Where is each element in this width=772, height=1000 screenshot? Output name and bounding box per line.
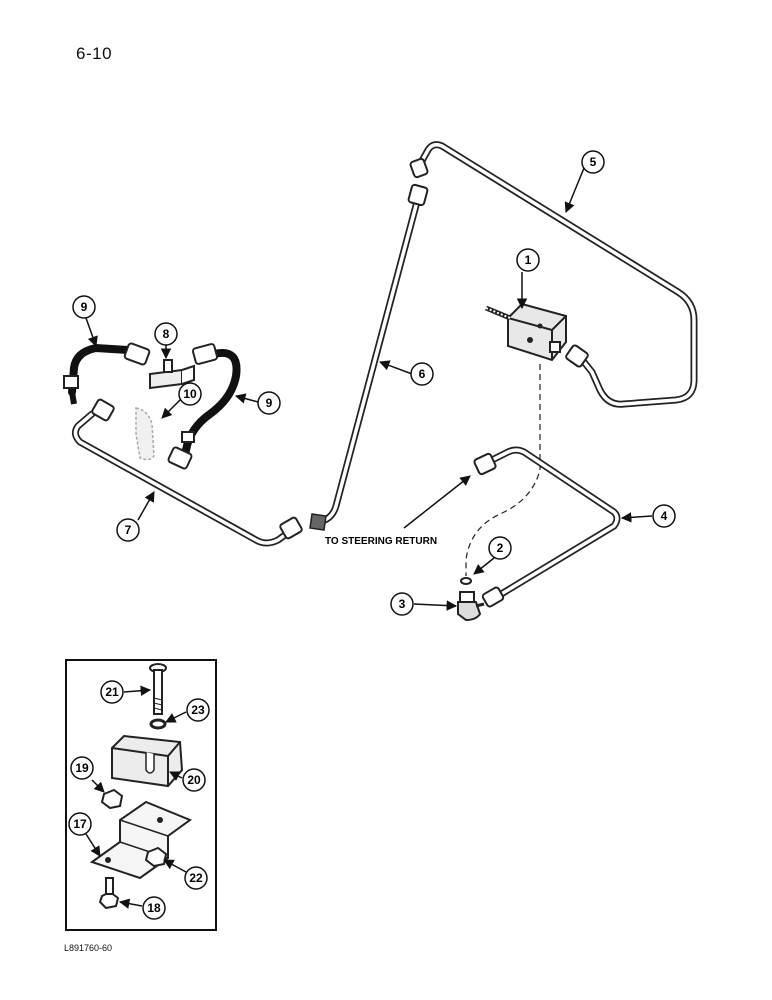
block-20: [111, 734, 184, 788]
callout-19: 19: [70, 756, 94, 780]
callout-4: 4: [652, 504, 676, 528]
washer-23: [149, 718, 167, 730]
svg-text:2: 2: [497, 541, 504, 555]
hose-9-right: [167, 343, 241, 470]
tube-6-fitting-top: [407, 183, 429, 207]
svg-text:3: 3: [399, 597, 406, 611]
svg-text:23: 23: [191, 703, 205, 717]
steering-return-label: TO STEERING RETURN: [325, 536, 437, 547]
tube-6-fitting-bottom: [309, 513, 327, 531]
svg-text:10: 10: [183, 387, 197, 401]
callout-5: 5: [581, 150, 605, 174]
callout-23: 23: [186, 698, 210, 722]
callout-1: 1: [516, 248, 540, 272]
valve-block-1: [485, 302, 567, 362]
callout-9-right: 9: [257, 391, 281, 415]
nut-22: [144, 846, 168, 868]
tube-5-fitting-valve: [565, 344, 589, 368]
bolt-21: [149, 663, 167, 715]
alignment-line: [465, 364, 541, 576]
tube-4-fitting-bottom: [481, 586, 505, 608]
tube-7-fitting-left: [91, 398, 115, 422]
callout-8: 8: [154, 322, 178, 346]
nut-19: [100, 788, 124, 810]
tube-5: [409, 141, 698, 408]
svg-text:19: 19: [75, 761, 89, 775]
clip-10: [135, 407, 155, 461]
callout-9-left: 9: [72, 295, 96, 319]
o-ring-2: [460, 577, 472, 585]
callout-20: 20: [182, 768, 206, 792]
figure-code: L891760-60: [64, 943, 113, 953]
tube-4: [473, 446, 621, 608]
tube-5-fitting-top: [409, 157, 429, 179]
inset-leader-lines: [85, 685, 187, 909]
svg-text:4: 4: [661, 509, 668, 523]
callout-3: 3: [390, 592, 414, 616]
svg-text:21: 21: [105, 685, 119, 699]
tube-6: [309, 183, 429, 531]
callout-22: 22: [184, 866, 208, 890]
page-number: 6-10: [76, 44, 113, 63]
svg-text:1: 1: [525, 253, 532, 267]
leader-lines: [85, 167, 653, 611]
callout-21: 21: [100, 680, 124, 704]
tee-fitting-8: [149, 359, 195, 390]
svg-text:17: 17: [73, 817, 87, 831]
callout-6: 6: [410, 362, 434, 386]
hose-9-right-fitting-top: [191, 343, 219, 365]
hose-9-left-fitting: [123, 342, 151, 366]
svg-text:7: 7: [125, 523, 132, 537]
callout-17: 17: [68, 812, 92, 836]
tube-7-fitting-right: [279, 516, 303, 540]
mounting-detail-inset: 21 23 20 19 17 22 18: [65, 659, 217, 931]
svg-text:22: 22: [189, 871, 203, 885]
callout-7: 7: [116, 518, 140, 542]
svg-text:9: 9: [81, 300, 88, 314]
hose-9-left: [63, 342, 151, 405]
svg-text:8: 8: [163, 327, 170, 341]
callout-10: 10: [178, 382, 202, 406]
callout-18: 18: [142, 896, 166, 920]
hose-9-right-fitting-bottom: [167, 446, 193, 470]
bolt-18: [98, 877, 120, 910]
elbow-fitting-3: [457, 591, 485, 622]
svg-text:5: 5: [590, 155, 597, 169]
callout-2: 2: [488, 536, 512, 560]
svg-text:18: 18: [147, 901, 161, 915]
tube-7: [71, 398, 303, 547]
tube-4-fitting-top: [473, 452, 497, 476]
svg-text:6: 6: [419, 367, 426, 381]
svg-text:20: 20: [187, 773, 201, 787]
svg-text:9: 9: [266, 396, 273, 410]
callouts: 1 5 6 4 2 3 7 8: [72, 150, 676, 616]
